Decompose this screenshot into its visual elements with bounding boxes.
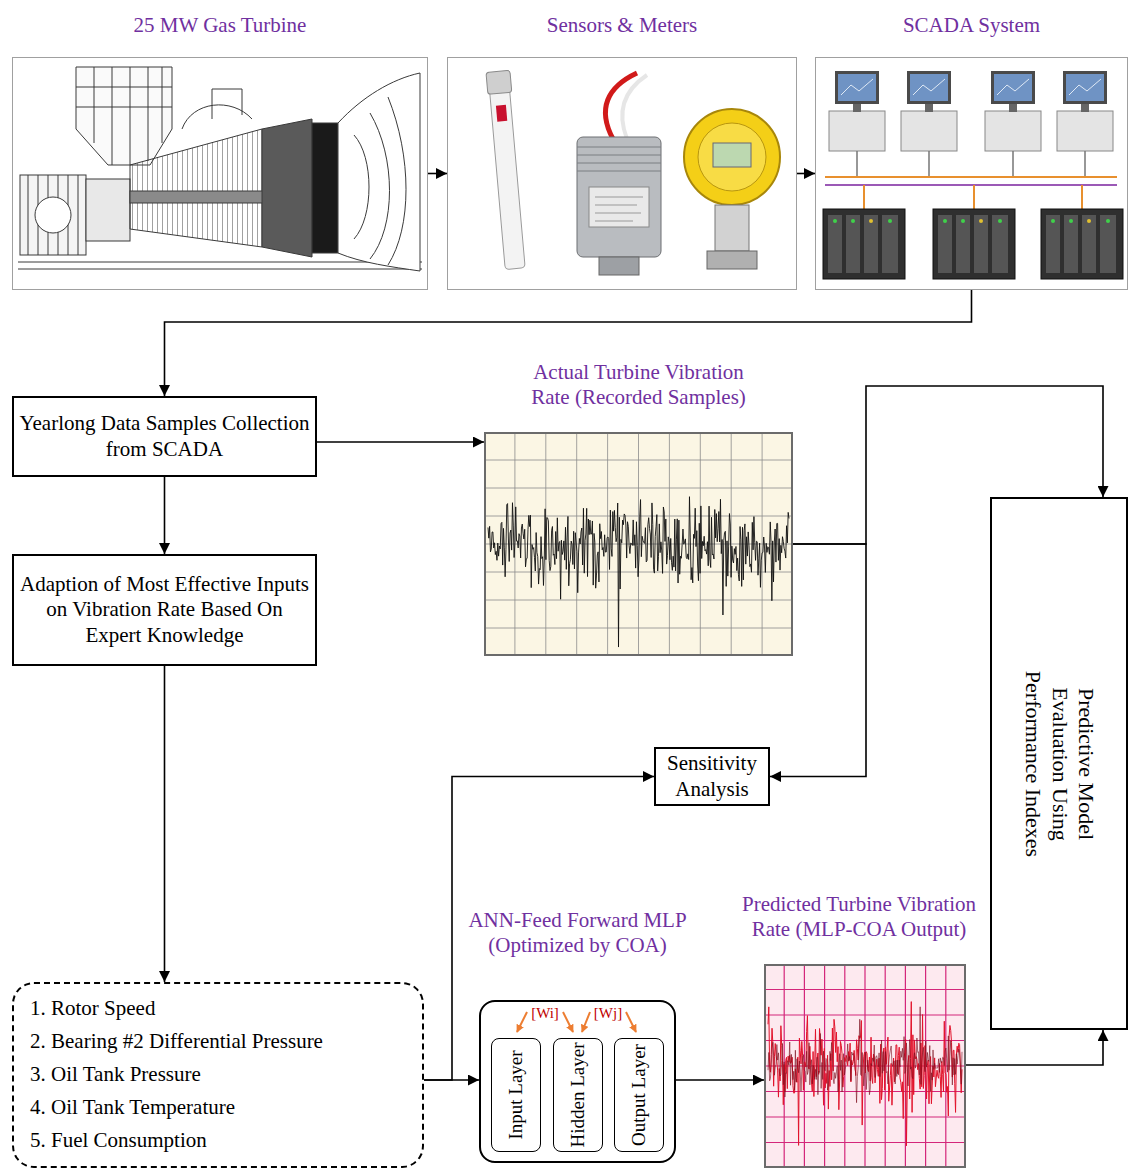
panel-title: SCADA System bbox=[827, 13, 1117, 38]
title-block: Actual Turbine Vibration Rate (Recorded … bbox=[519, 360, 759, 410]
connector-arrow bbox=[770, 544, 866, 777]
layer-box: Output Layer bbox=[614, 1038, 664, 1152]
rotated-text-block: Predictive Model Evaluation Using Perfor… bbox=[1019, 656, 1098, 871]
connector-arrow bbox=[676, 1079, 764, 1081]
process-text: Predictive Model Evaluation Using Perfor… bbox=[1019, 656, 1098, 871]
evaluation-box: Predictive Model Evaluation Using Perfor… bbox=[990, 497, 1128, 1030]
process-text: Adaption of Most Effective Inputs on Vib… bbox=[18, 572, 311, 648]
network-box: ANN-Feed Forward MLP (Optimized by COA)I… bbox=[479, 1000, 676, 1163]
input-item: 5. Fuel Consumption bbox=[30, 1124, 406, 1157]
process-box: Yearlong Data Samples Collection from SC… bbox=[12, 396, 317, 477]
signal-chart: Actual Turbine Vibration Rate (Recorded … bbox=[484, 432, 793, 656]
title-block: Sensors & Meters bbox=[472, 13, 772, 38]
chart-ground bbox=[764, 964, 966, 1168]
vibration-trace bbox=[768, 1002, 962, 1146]
rotated-text-block: Hidden Layer bbox=[567, 1043, 590, 1148]
chart-title: Predicted Turbine Vibration Rate (MLP-CO… bbox=[739, 892, 979, 942]
layer-text: Input Layer bbox=[505, 1050, 528, 1139]
chart-grid bbox=[764, 964, 966, 1168]
illustration-panel: SCADA System bbox=[815, 57, 1128, 290]
chart-grid bbox=[484, 432, 793, 656]
layer-text: Output Layer bbox=[628, 1044, 651, 1146]
chart-title: Actual Turbine Vibration Rate (Recorded … bbox=[519, 360, 759, 410]
recorded-vibration-plot bbox=[484, 432, 793, 656]
connector-arrow bbox=[966, 1030, 1103, 1065]
input-item: 2. Bearing #2 Differential Pressure bbox=[30, 1025, 406, 1058]
rotated-text-block: Output Layer bbox=[628, 1044, 651, 1146]
connector-arrow bbox=[164, 666, 166, 982]
connector-arrow bbox=[797, 173, 815, 175]
scada-drawing bbox=[823, 71, 1123, 279]
gas-turbine-drawing bbox=[18, 67, 422, 271]
process-box: Sensitivity Analysis bbox=[654, 747, 770, 806]
illustration-panel: 25 MW Gas Turbine bbox=[12, 57, 428, 290]
layer-box: Input Layer bbox=[491, 1038, 541, 1152]
title-block: SCADA System bbox=[827, 13, 1117, 38]
panel-title: 25 MW Gas Turbine bbox=[60, 13, 380, 38]
layer-box: Hidden Layer bbox=[553, 1038, 603, 1152]
network-title: ANN-Feed Forward MLP (Optimized by COA) bbox=[463, 908, 693, 958]
vibration-trace bbox=[768, 1007, 962, 1103]
weight-label: [Wj] bbox=[594, 1004, 622, 1022]
connector-arrow bbox=[317, 441, 484, 443]
vibration-trace bbox=[488, 497, 789, 647]
input-list: 1. Rotor Speed2. Bearing #2 Differential… bbox=[12, 982, 424, 1168]
process-text: Yearlong Data Samples Collection from SC… bbox=[18, 411, 311, 461]
panel-title: Sensors & Meters bbox=[472, 13, 772, 38]
process-text: Sensitivity Analysis bbox=[660, 751, 764, 801]
predicted-vibration-plot bbox=[764, 964, 966, 1168]
input-item: 4. Oil Tank Temperature bbox=[30, 1091, 406, 1124]
layer-text: Hidden Layer bbox=[567, 1043, 590, 1148]
signal-chart: Predicted Turbine Vibration Rate (MLP-CO… bbox=[764, 964, 966, 1168]
connector-arrow bbox=[164, 477, 166, 554]
title-block: Predicted Turbine Vibration Rate (MLP-CO… bbox=[739, 892, 979, 942]
title-block: ANN-Feed Forward MLP (Optimized by COA) bbox=[463, 908, 693, 958]
title-block: 25 MW Gas Turbine bbox=[60, 13, 380, 38]
weight-label: [Wi] bbox=[531, 1004, 559, 1022]
process-box: Adaption of Most Effective Inputs on Vib… bbox=[12, 554, 317, 666]
chart-ground bbox=[484, 432, 793, 656]
sensor-drawings bbox=[486, 70, 780, 275]
input-item: 3. Oil Tank Pressure bbox=[30, 1058, 406, 1091]
connector-arrow bbox=[428, 173, 447, 175]
rotated-text-block: Input Layer bbox=[505, 1050, 528, 1139]
input-item: 1. Rotor Speed bbox=[30, 992, 406, 1025]
illustration-panel: Sensors & Meters bbox=[447, 57, 797, 290]
